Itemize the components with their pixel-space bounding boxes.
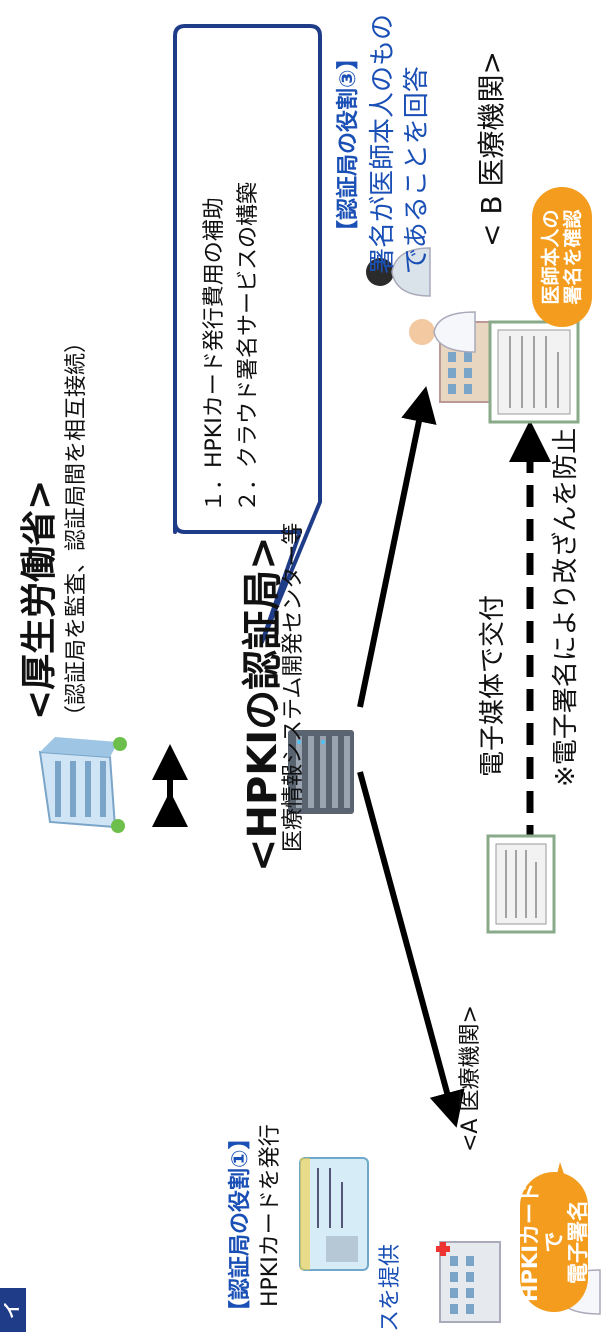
document-a-icon: [486, 834, 556, 934]
callout-bubble: [173, 24, 322, 644]
hospital-b-label: < B 医療機関>: [475, 51, 508, 247]
ca-operator-icon: [366, 247, 431, 297]
hpki-ca-subtitle: 医療情報システム開発センター等: [281, 522, 306, 852]
hpki-card-icon: [299, 1157, 369, 1271]
left-edge-rule: [0, 1296, 4, 1332]
role3-line2: であることを回答: [402, 66, 432, 274]
mhlw-subtitle: （認証局を監査、認証局間を相互接続）: [64, 330, 89, 727]
role1-title: 【認証局の役割①】: [228, 1127, 253, 1322]
doctor-b-icon: [409, 311, 476, 353]
ca-hospital-a-arrow: [357, 771, 465, 1128]
bubble-a-line1: HPKIカードで: [518, 1181, 566, 1303]
hospital-a-label: <A 医療機関>: [458, 1005, 483, 1152]
role3-line1: 署名が医師本人のもの: [368, 13, 398, 274]
bubble-a-line2: 電子署名: [566, 1200, 590, 1284]
ca-hospital-b-arrow: [357, 386, 437, 708]
bubble-confirm-signature: 医師本人の 署名を確認: [532, 187, 592, 327]
server-rack-icon: [288, 730, 354, 814]
callout-item-1: １．HPKIカード発行費用の補助: [202, 197, 227, 512]
bubble-hpki-signature: HPKIカードで 電子署名: [518, 1172, 590, 1312]
bubble-b-line2: 署名を確認: [562, 209, 584, 305]
role3-title: 【認証局の役割③】: [336, 47, 361, 242]
transfer-label: 電子媒体で交付: [478, 594, 508, 777]
bubble-b-line1: 医師本人の: [540, 209, 562, 305]
hospital-a-building-icon: [436, 1241, 501, 1323]
left-edge-blue-text: スを提供: [378, 1243, 403, 1332]
mhlw-title: <厚生労働省>: [19, 479, 60, 720]
role1-text: HPKIカードを発行: [258, 1124, 283, 1307]
document-b-icon: [488, 320, 580, 424]
callout-item-2: ２．クラウド署名サービスの構築: [236, 181, 261, 512]
transfer-note: ※電子署名により改ざんを防止: [551, 427, 581, 787]
government-building-icon: [38, 737, 127, 833]
left-edge-dark-text: イ: [2, 1301, 23, 1319]
